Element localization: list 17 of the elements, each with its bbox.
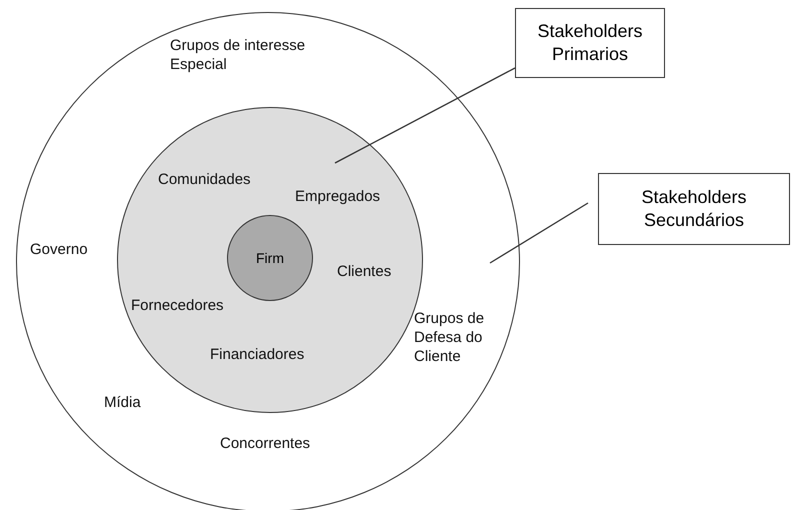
stakeholder-label: Comunidades	[158, 170, 251, 189]
stakeholder-label: Empregados	[295, 187, 380, 206]
leader-line	[490, 202, 588, 264]
stakeholder-label: Concorrentes	[220, 434, 310, 453]
label-box	[598, 173, 790, 245]
stakeholder-label: Fornecedores	[131, 296, 224, 315]
stakeholder-label: Governo	[30, 240, 88, 259]
stakeholder-label: Grupos de Defesa do Cliente	[414, 309, 486, 366]
stakeholder-label: Financiadores	[210, 345, 304, 364]
circle-label: Firm	[256, 250, 284, 266]
leader-line	[334, 67, 516, 164]
stakeholder-label: Mídia	[104, 393, 141, 412]
stakeholder-label: Grupos de interesse Especial	[170, 36, 306, 74]
box-title: Stakeholders Primarios	[536, 20, 644, 66]
label-box	[515, 8, 665, 78]
box-title: Stakeholders Secundários	[640, 186, 748, 232]
stakeholder-label: Clientes	[337, 262, 392, 281]
